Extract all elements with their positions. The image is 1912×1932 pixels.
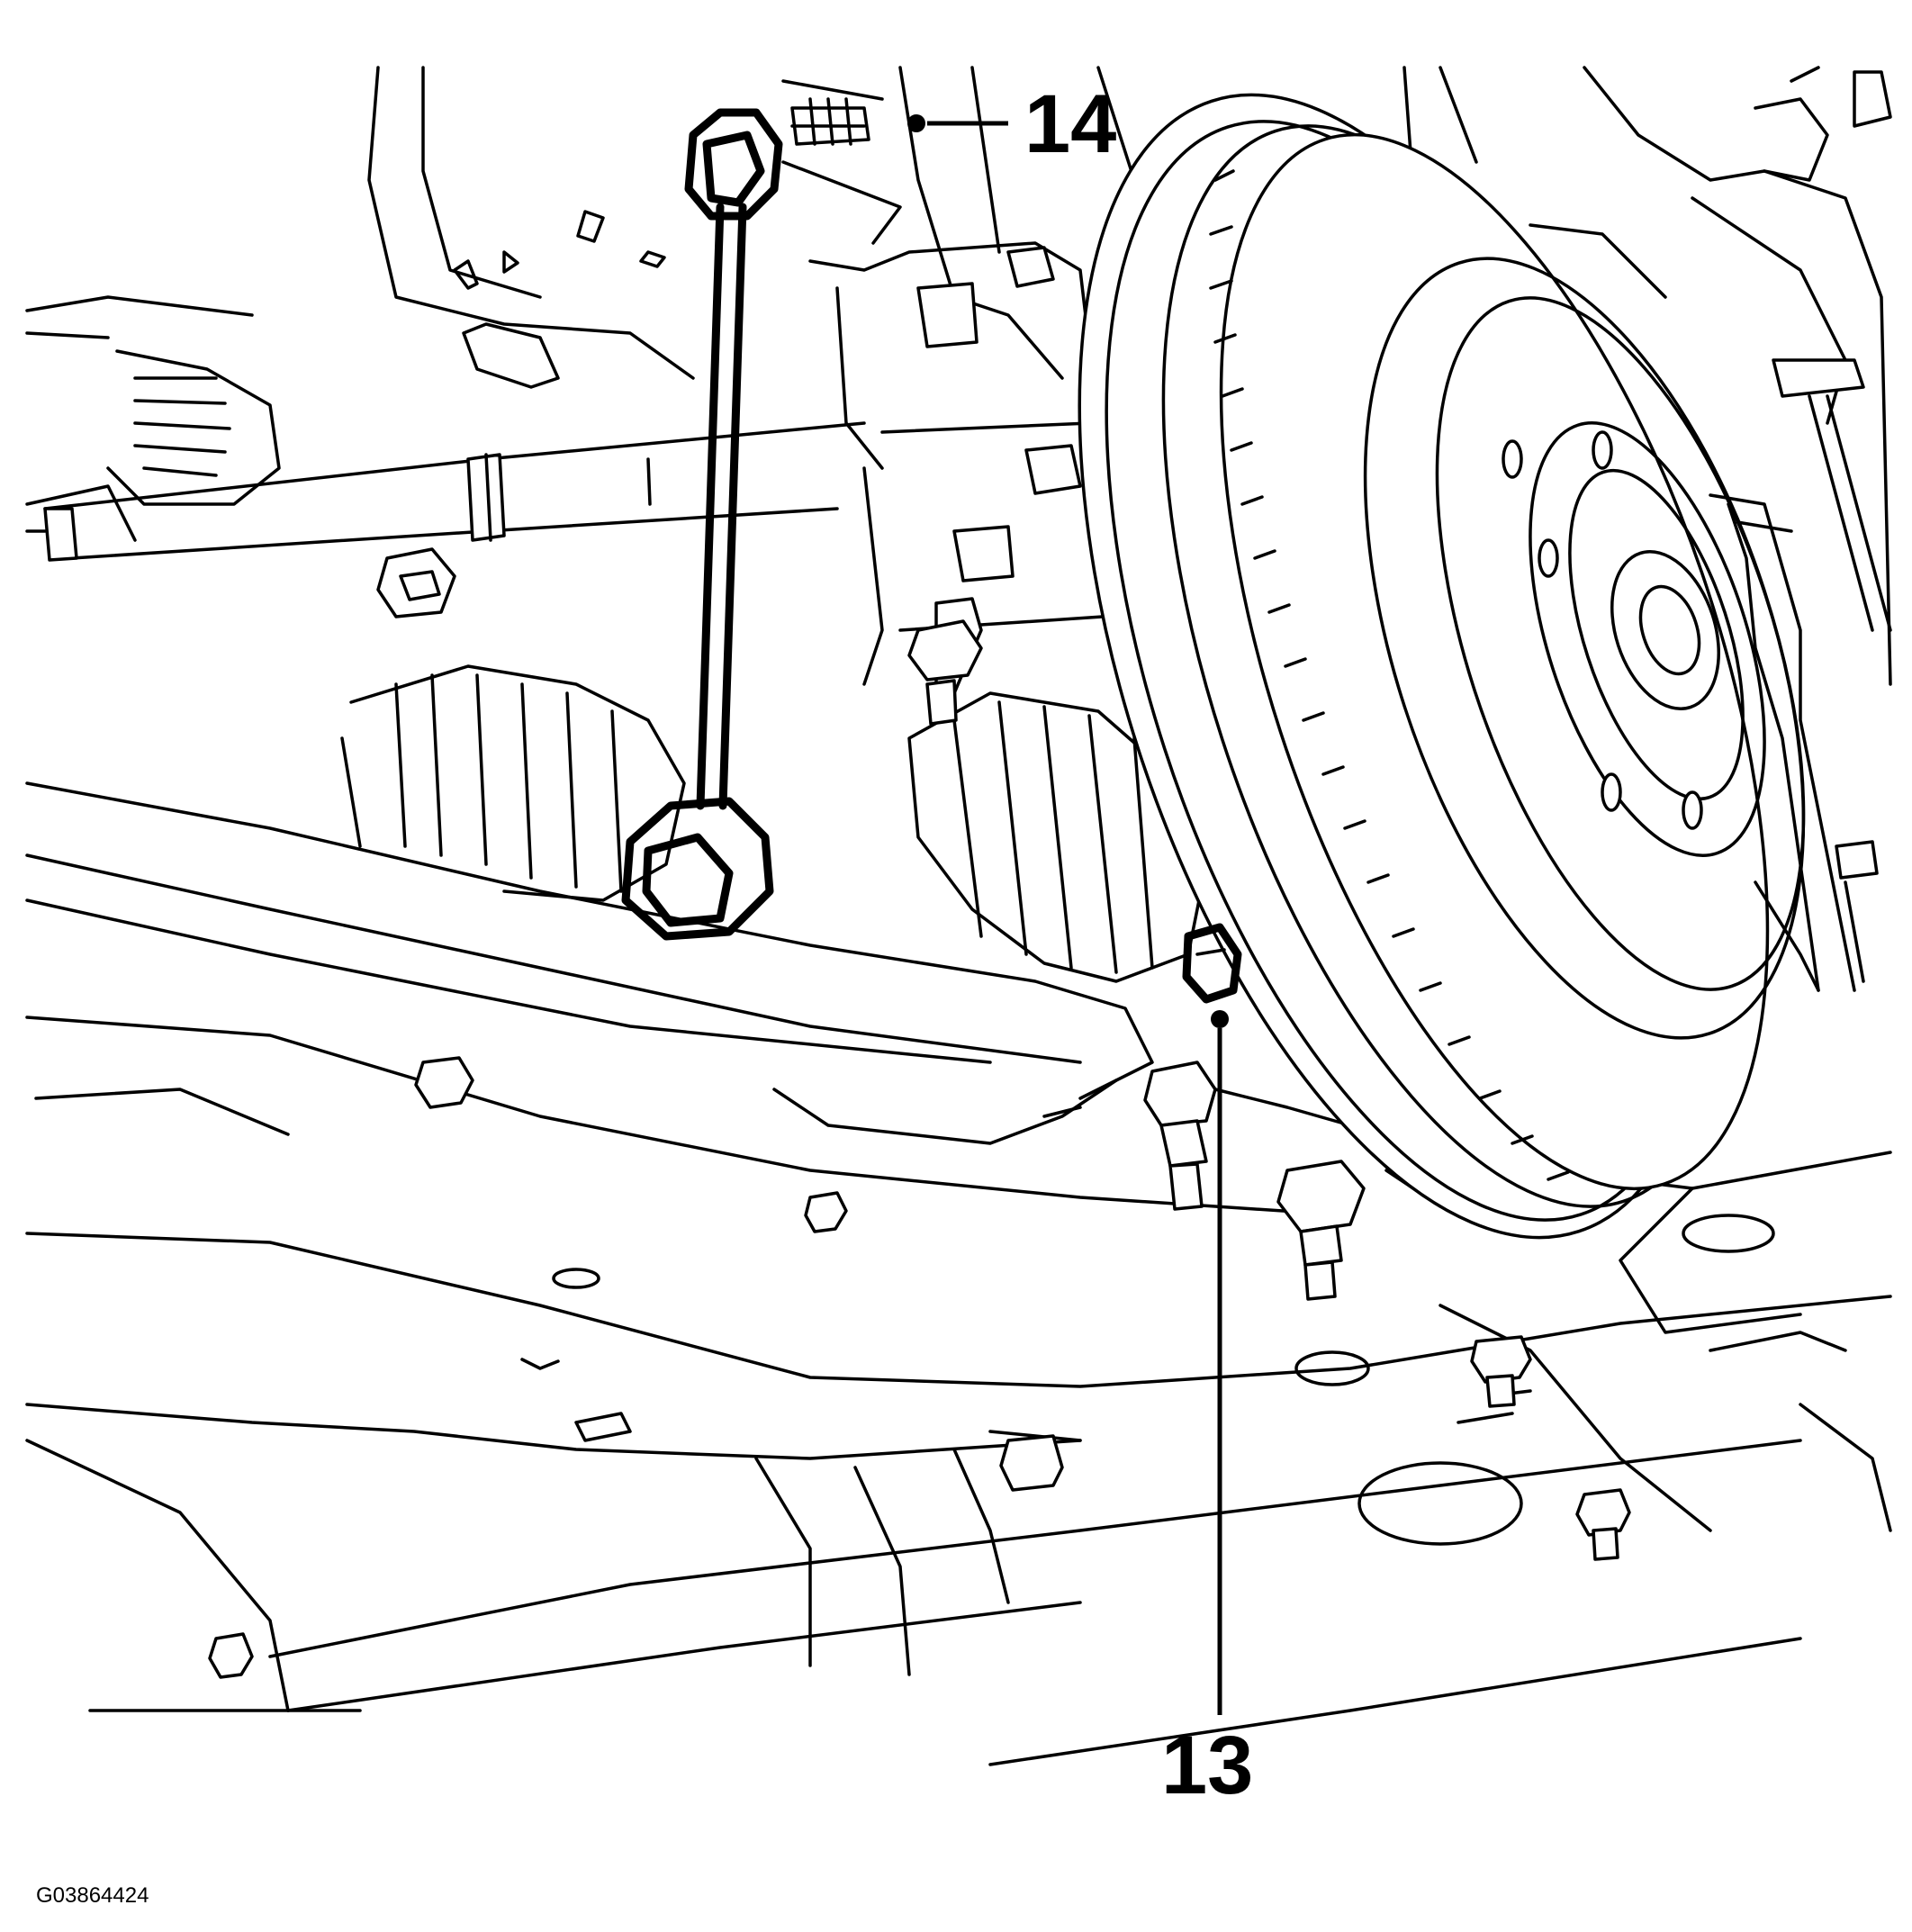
brake-disc bbox=[1078, 93, 1806, 1240]
brake-line-bracket bbox=[1709, 358, 1892, 992]
callout-14-leader bbox=[907, 114, 1008, 132]
ball-joint-lower bbox=[1143, 1061, 1366, 1301]
knuckle-upright bbox=[808, 241, 1172, 740]
left-boot-assembly bbox=[25, 349, 281, 542]
callout-14-label: 14 bbox=[1024, 78, 1117, 170]
subframe bbox=[25, 1151, 1892, 1766]
inner-cv-boot bbox=[340, 664, 686, 902]
bolts bbox=[208, 619, 1631, 1679]
callout-13-label: 13 bbox=[1161, 1720, 1254, 1811]
callout-13-leader bbox=[1182, 923, 1242, 1715]
lower-control-arm bbox=[25, 781, 1352, 1217]
figure-id-code: G03864424 bbox=[36, 1883, 149, 1908]
stabilizer-link bbox=[621, 79, 902, 941]
nut-left bbox=[376, 547, 456, 618]
